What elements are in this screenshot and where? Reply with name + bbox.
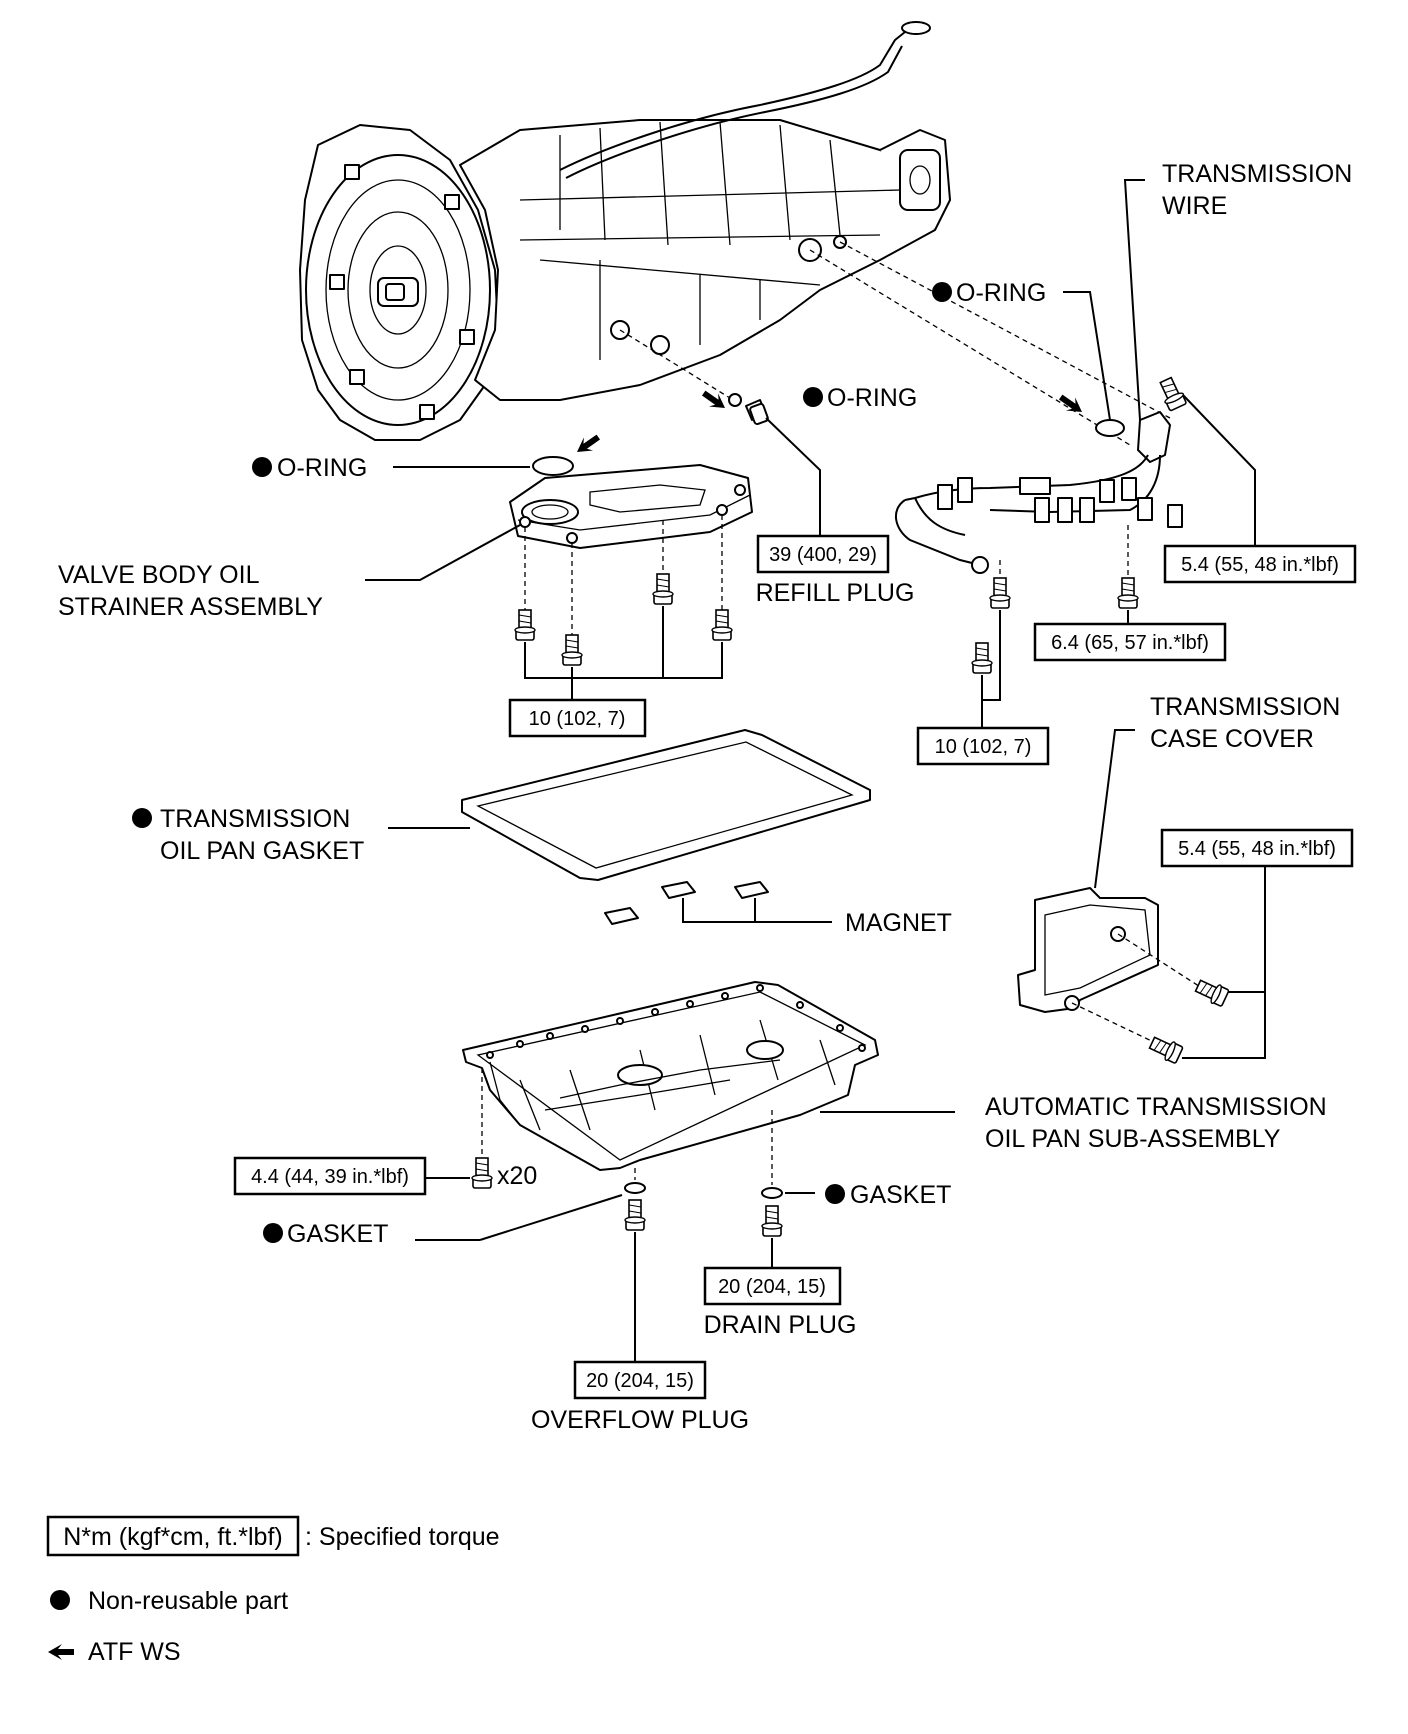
torque-case-cover-bolts: 5.4 (55, 48 in.*lbf)	[1178, 838, 1336, 860]
torque-overflow-plug: 20 (204, 15)	[586, 1370, 694, 1392]
strainer-bolt-1	[514, 609, 536, 641]
transmission-case-cover: TRANSMISSION CASE COVER	[1017, 693, 1340, 1013]
gasket-drain-label: GASKET	[850, 1181, 951, 1209]
overflow-plug-label: OVERFLOW PLUG	[531, 1406, 749, 1434]
transmission-oil-pan-gasket: TRANSMISSION OIL PAN GASKET	[132, 729, 871, 881]
torque-strainer-bolts: 10 (102, 7)	[529, 708, 626, 730]
legend: N*m (kgf*cm, ft.*lbf) : Specified torque…	[46, 1515, 500, 1666]
o-ring-wire-label: O-RING	[956, 279, 1046, 307]
case-cover-bolt-upper	[1193, 975, 1231, 1009]
oil-pan-gasket-label-line1: TRANSMISSION	[160, 805, 350, 833]
legend-non-reusable: Non-reusable part	[88, 1587, 288, 1615]
torque-oil-pan-bolts: 4.4 (44, 39 in.*lbf)	[251, 1166, 409, 1188]
legend-atf: ATF WS	[88, 1638, 181, 1666]
overflow-plug-bolt	[624, 1199, 646, 1231]
oil-pan-bolt	[471, 1157, 493, 1189]
transmission-assembly	[299, 21, 951, 441]
transmission-wire: TRANSMISSION WIRE	[895, 160, 1352, 574]
legend-torque-box: N*m (kgf*cm, ft.*lbf)	[63, 1523, 282, 1551]
torque-wire-bolt: 6.4 (65, 57 in.*lbf)	[1051, 632, 1209, 654]
drain-plug-label: DRAIN PLUG	[704, 1311, 857, 1339]
oil-pan-gasket-label-line2: OIL PAN GASKET	[160, 837, 364, 865]
gasket-overflow-label: GASKET	[287, 1220, 388, 1248]
refill-plug-label: REFILL PLUG	[756, 579, 915, 607]
valve-body-strainer-label-line2: STRAINER ASSEMBLY	[58, 593, 323, 621]
case-cover-label-line1: TRANSMISSION	[1150, 693, 1340, 721]
oil-pan-bolt-qty: x20	[497, 1162, 537, 1190]
torque-drain-plug: 20 (204, 15)	[718, 1276, 826, 1298]
magnet-label: MAGNET	[845, 909, 952, 937]
strainer-bolt-4	[711, 609, 733, 641]
magnets: MAGNET	[604, 881, 952, 937]
wire-clamp-bolt	[1155, 375, 1189, 413]
drain-plug-bolt	[761, 1205, 783, 1237]
o-ring-strainer-label: O-RING	[277, 454, 367, 482]
torque-wire-clamp-bolt: 5.4 (55, 48 in.*lbf)	[1181, 554, 1339, 576]
transmission-wire-label-line2: WIRE	[1162, 192, 1227, 220]
transmission-wire-label-line1: TRANSMISSION	[1162, 160, 1352, 188]
wire-bracket-bolt-upper	[989, 577, 1011, 609]
valve-body-oil-strainer: VALVE BODY OIL STRAINER ASSEMBLY	[58, 464, 753, 621]
wire-bracket-bolt-lower	[971, 642, 993, 674]
wire-bolt	[1117, 577, 1139, 609]
o-ring-strainer: O-RING	[252, 430, 603, 482]
refill-plug: O-RING 39 (400, 29) REFILL PLUG	[699, 384, 917, 607]
automatic-transmission-oil-pan: AUTOMATIC TRANSMISSION OIL PAN SUB-ASSEM…	[462, 981, 1327, 1171]
case-cover-bolt-lower	[1147, 1032, 1185, 1066]
o-ring-refill-label: O-RING	[827, 384, 917, 412]
legend-torque-desc: : Specified torque	[305, 1523, 500, 1551]
oil-pan-label-line2: OIL PAN SUB-ASSEMBLY	[985, 1125, 1281, 1153]
case-cover-label-line2: CASE COVER	[1150, 725, 1314, 753]
valve-body-strainer-label-line1: VALVE BODY OIL	[58, 561, 260, 589]
strainer-bolt-2	[561, 634, 583, 666]
torque-refill-plug: 39 (400, 29)	[769, 544, 877, 566]
torque-wire-bracket-bolts: 10 (102, 7)	[935, 736, 1032, 758]
strainer-bolt-3	[652, 573, 674, 605]
oil-pan-label-line1: AUTOMATIC TRANSMISSION	[985, 1093, 1327, 1121]
o-ring-wire: O-RING	[932, 279, 1125, 437]
